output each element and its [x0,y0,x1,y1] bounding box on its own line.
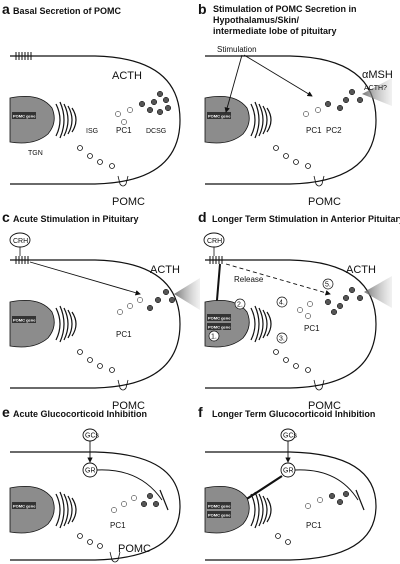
panel-b-constitutive-vesicles [273,145,311,169]
panel-c-nucleus [9,299,55,348]
panel-d-gene-label-1: POMC gene [208,316,231,321]
panel-a-title: Basal Secretion of POMC [13,6,122,16]
panel-b-arrow-to-gene [224,54,243,113]
panel-d-cell-membrane [205,259,377,389]
panel-d-step-2: 2. [237,302,243,309]
panel-d-crh-label: CRH [207,238,222,245]
panel-b-granules [303,88,364,117]
panel-b-stimulation-label: Stimulation [217,45,257,54]
panel-a-pomc-label: POMC [112,196,145,208]
panel-a-acth-label: ACTH [112,70,142,82]
panel-d-pc1-label: PC1 [304,324,320,333]
panel-d-step-1: 1. [211,334,217,341]
panel-b-golgi [250,101,272,139]
panel-b-title-line2: Hypothalamus/Skin/ [213,15,300,25]
panel-d: d Longer Term Stimulation in Anterior Pi… [198,209,400,412]
panel-f-pc1-label: PC1 [306,521,322,530]
panel-a: a Basal Secretion of POMC POMC gene ACTH… [2,1,181,208]
panel-b-arrow-to-granules [243,54,313,97]
panel-b-cell-membrane [205,55,377,185]
panel-b-pc2-label: PC2 [326,126,342,135]
panel-a-cell-membrane [10,55,181,185]
panel-e-letter: e [2,404,10,420]
panel-d-step-5: 5. [325,282,331,289]
panel-f-nucleus [204,485,250,534]
panel-b-letter: b [198,1,207,17]
panel-c-acth-label: ACTH [150,264,180,276]
panel-f-gene-label-1: POMC gene [208,504,231,509]
panel-b-nucleus [204,95,250,144]
panel-f-gcs-label: GCs [283,433,298,440]
panel-b-title-line3: intermediate lobe of pituitary [213,26,337,36]
panel-e-nucleus [9,485,55,534]
panel-e-pomc-label: POMC [118,543,151,555]
panel-b: b Stimulation of POMC Secretion in Hypot… [198,1,393,208]
panel-e-pc1-label: PC1 [110,521,126,530]
panel-c-pomc-label: POMC [112,400,145,412]
panel-a-dcsg-label: DCSG [146,128,166,135]
panel-a-tgn-label: TGN [28,150,43,157]
panel-d-acth-label: ACTH [346,264,376,276]
panel-b-gene-label: POMC gene [208,114,231,119]
panel-f-letter: f [198,404,203,420]
panel-e-gr-label: GR [85,468,96,475]
panel-c: c Acute Stimulation in Pituitary CRH POM… [2,209,200,412]
panel-f-gene-label-2: POMC gene [208,513,231,518]
panel-c-pc1-label: PC1 [116,330,132,339]
panel-c-cell-membrane [10,259,181,389]
panel-e-gene-label: POMC gene [13,504,36,509]
panel-a-granules [115,90,172,125]
panel-f-gr-label: GR [283,468,294,475]
panel-e-gcs-label: GCs [85,433,100,440]
panel-d-release-label: Release [234,275,264,284]
panel-d-pomc-label: POMC [308,400,341,412]
panel-e: e Acute Glucocorticoid Inhibition GCs GR… [2,404,181,563]
panel-d-release-burst [364,276,392,308]
panel-b-acth-label: ACTH? [364,85,387,92]
panel-b-amsh-label: αMSH [362,69,393,81]
panel-a-receptor [15,52,32,60]
panel-b-pomc-label: POMC [308,196,341,208]
panel-a-constitutive-vesicles [77,145,115,169]
panel-f: f Longer Term Glucocorticoid Inhibition … [198,404,377,561]
panel-e-title: Acute Glucocorticoid Inhibition [13,409,147,419]
panel-b-pc1-label: PC1 [306,126,322,135]
panel-a-nucleus [9,95,55,144]
panel-a-isg-label: ISG [86,128,98,135]
panel-d-step-4: 4. [279,300,285,307]
panel-e-cell-membrane [10,451,181,561]
panel-d-gene-label-2: POMC gene [208,325,231,330]
panel-a-pc1-label: PC1 [116,126,132,135]
panel-b-release-burst [362,78,392,106]
panel-d-letter: d [198,209,207,225]
panel-c-release-burst [174,278,200,310]
panel-d-title: Longer Term Stimulation in Anterior Pitu… [212,214,400,224]
panel-a-letter: a [2,1,10,17]
panel-d-step-3: 3. [279,336,285,343]
panel-c-gene-label: POMC gene [13,318,36,323]
panel-a-gene-label: POMC gene [13,114,36,119]
panel-c-letter: c [2,209,10,225]
panel-f-title: Longer Term Glucocorticoid Inhibition [212,409,375,419]
panel-c-title: Acute Stimulation in Pituitary [13,214,139,224]
panel-b-title-line1: Stimulation of POMC Secretion in [213,4,357,14]
panel-c-signal-arrow [29,261,141,296]
panel-d-step-markers: 1. 2. 3. 4. 5. [208,278,334,344]
panel-f-cell-membrane [205,451,377,561]
panel-a-golgi [55,101,77,139]
panel-c-crh-label: CRH [13,238,28,245]
